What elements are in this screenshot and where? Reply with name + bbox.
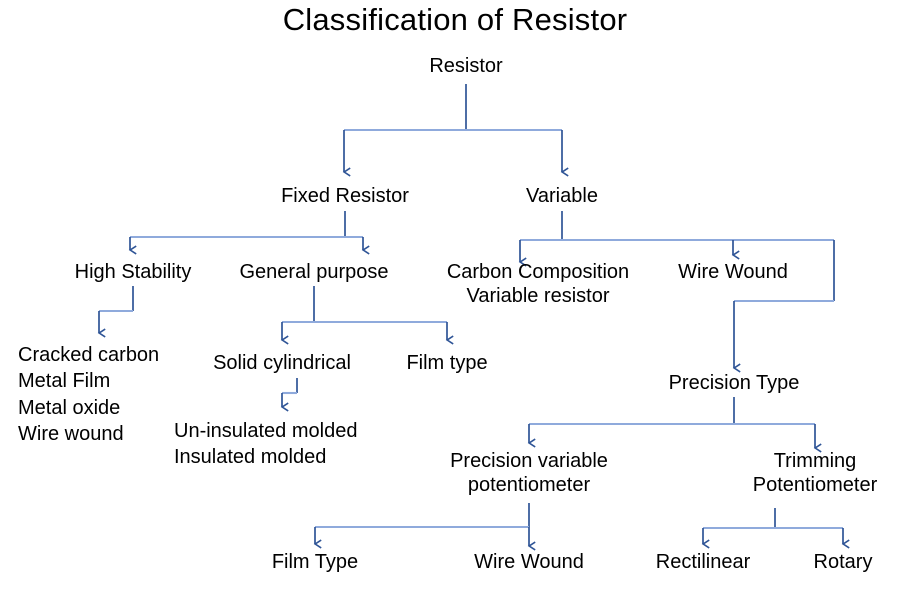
node-carbon-composition-variable-resistor[interactable]: Carbon Composition Variable resistor [446,261,630,307]
node-variable[interactable]: Variable [526,185,598,207]
node-wire-wound-precision[interactable]: Wire Wound [474,551,584,573]
node-molded-list[interactable]: Un-insulated molded Insulated molded [174,420,358,469]
node-high-stability[interactable]: High Stability [74,261,192,283]
node-precision-type[interactable]: Precision Type [668,372,800,394]
node-wire-wound-variable[interactable]: Wire Wound [678,261,788,283]
node-precision-variable-potentiometer[interactable]: Precision variable potentiometer [450,450,608,496]
node-rectilinear[interactable]: Rectilinear [655,551,751,573]
node-resistor[interactable]: Resistor [429,55,503,77]
node-solid-cylindrical[interactable]: Solid cylindrical [213,352,351,374]
node-film-type-precision[interactable]: Film Type [271,551,359,573]
node-general-purpose[interactable]: General purpose [239,261,389,283]
node-film-type-general[interactable]: Film type [406,352,488,374]
node-trimming-potentiometer[interactable]: Trimming Potentiometer [752,450,878,496]
node-fixed-resistor[interactable]: Fixed Resistor [281,185,409,207]
page-title: Classification of Resistor [282,2,628,37]
node-rotary[interactable]: Rotary [813,551,873,573]
node-high-stability-list[interactable]: Cracked carbon Metal Film Metal oxide Wi… [18,344,160,446]
